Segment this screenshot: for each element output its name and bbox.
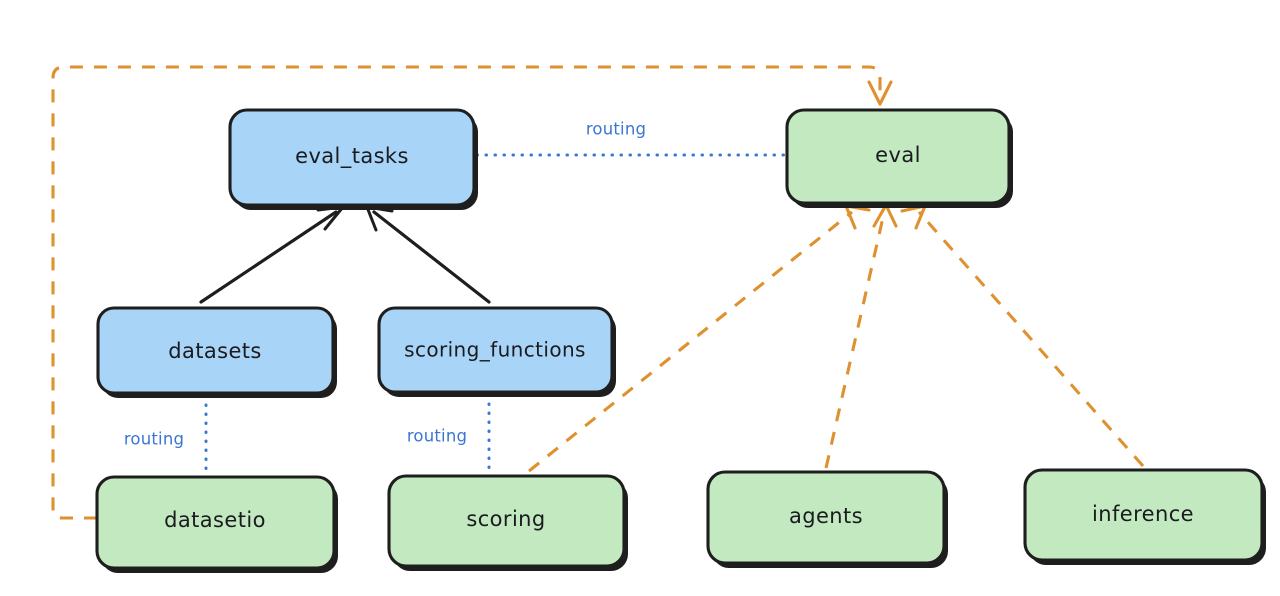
edge-datasetio-to-eval-arrowhead xyxy=(867,80,893,106)
node-eval-tasks[interactable]: eval_tasks xyxy=(228,108,478,210)
node-eval-tasks-label: eval_tasks xyxy=(295,144,409,169)
node-inference-label: inference xyxy=(1092,502,1194,526)
node-datasets-label: datasets xyxy=(168,339,262,363)
edge-inference-to-eval xyxy=(900,204,1145,468)
node-eval[interactable]: eval xyxy=(785,108,1013,208)
edge-agents-to-eval-arrowhead xyxy=(872,203,898,228)
node-agents-box[interactable] xyxy=(706,470,946,565)
node-inference-box[interactable] xyxy=(1023,468,1264,562)
edge-datasets-to-eval-tasks-path xyxy=(199,210,338,304)
node-scoring[interactable]: scoring xyxy=(387,474,628,571)
edge-agents-to-eval xyxy=(824,203,898,469)
edge-inference-to-eval-arrowhead xyxy=(900,204,927,230)
edge-scoring-functions-to-eval-tasks-arrowhead xyxy=(365,205,394,232)
node-datasets[interactable]: datasets xyxy=(96,306,337,398)
routing-label-eval-tasks-eval: routing xyxy=(586,120,646,139)
edge-datasetio-to-eval xyxy=(51,65,893,520)
edge-scoring-functions-to-eval-tasks-path xyxy=(372,210,491,304)
node-datasetio-label: datasetio xyxy=(164,508,266,532)
edge-datasets-to-eval-tasks xyxy=(199,205,345,304)
routing-edges-group xyxy=(204,153,786,476)
node-eval-label: eval xyxy=(875,143,921,167)
node-eval-box[interactable] xyxy=(785,108,1011,205)
edge-datasets-to-eval-tasks-arrowhead xyxy=(316,205,345,231)
edge-scoring-to-eval-path xyxy=(528,210,853,473)
edge-datasetio-to-eval-path xyxy=(51,65,882,520)
node-scoring-functions-box[interactable] xyxy=(377,306,614,394)
node-scoring-label: scoring xyxy=(466,507,545,531)
edge-agents-to-eval-path xyxy=(824,212,886,469)
routing-label-scoring-functions-scoring: routing xyxy=(407,427,467,446)
edge-scoring-functions-to-eval-tasks xyxy=(365,205,491,304)
node-agents[interactable]: agents xyxy=(706,470,948,568)
node-eval-tasks-box[interactable] xyxy=(228,108,476,207)
routing-label-datasets-datasetio: routing xyxy=(124,430,184,449)
routing-labels-group: routing routing routing xyxy=(124,120,646,449)
node-inference[interactable]: inference xyxy=(1023,468,1266,565)
node-scoring-functions-label: scoring_functions xyxy=(404,338,586,362)
edge-inference-to-eval-path xyxy=(917,210,1145,468)
node-scoring-box[interactable] xyxy=(387,474,626,568)
node-agents-label: agents xyxy=(789,504,863,528)
node-datasets-box[interactable] xyxy=(96,306,335,395)
edge-scoring-to-eval-arrowhead xyxy=(844,204,871,230)
node-scoring-functions[interactable]: scoring_functions xyxy=(377,306,616,397)
node-datasetio[interactable]: datasetio xyxy=(95,475,338,573)
composition-edges-group xyxy=(199,205,491,304)
node-datasetio-box[interactable] xyxy=(95,475,336,570)
dependency-edges-group xyxy=(51,65,1145,520)
